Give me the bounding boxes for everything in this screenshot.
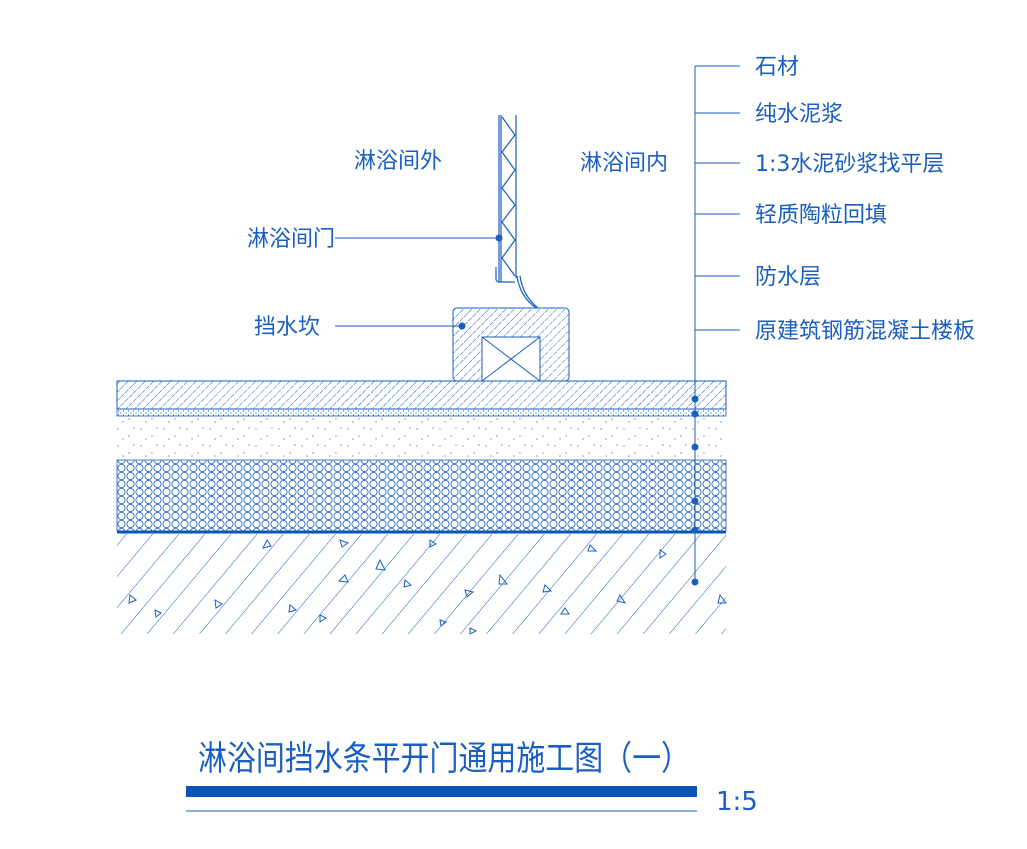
layer-label-waterproof: 防水层: [755, 265, 821, 290]
label-curb: 挡水坎: [254, 315, 320, 340]
label-inside: 淋浴间内: [580, 151, 668, 176]
drawing-scale: 1:5: [716, 787, 758, 817]
water-curb: [452, 307, 570, 382]
layer-label-slab: 原建筑钢筋混凝土楼板: [755, 319, 975, 344]
layer-label-stone: 石材: [755, 55, 799, 80]
waterproof-hex-layer: [116, 459, 727, 534]
layer-leader: [691, 65, 740, 586]
door-leader: [335, 234, 503, 242]
layer-label-cement-paste: 纯水泥浆: [755, 102, 843, 127]
cement-paste-layer: [116, 408, 727, 417]
layer-label-ceramsite: 轻质陶粒回填: [755, 203, 887, 228]
stone-layer: [116, 380, 727, 410]
label-door: 淋浴间门: [247, 227, 335, 252]
drawing-title: 淋浴间挡水条平开门通用施工图（一）: [198, 739, 690, 779]
layer-label-mortar: 1:3水泥砂浆找平层: [755, 152, 944, 177]
title-underline-thick: [186, 786, 697, 797]
ceramsite-backfill-layer: [117, 416, 726, 460]
label-outside: 淋浴间外: [354, 149, 442, 174]
shower-door: [495, 115, 539, 309]
curb-leader: [335, 322, 466, 330]
concrete-slab: [117, 534, 727, 635]
